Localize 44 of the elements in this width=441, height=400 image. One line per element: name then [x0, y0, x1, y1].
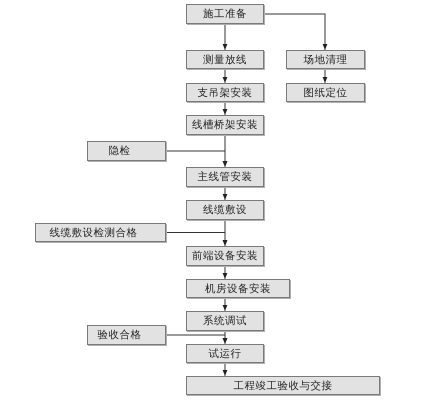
- process-box: [186, 344, 264, 363]
- process-box: [186, 311, 264, 331]
- step-label: 图纸定位: [304, 86, 348, 100]
- step-label: 线缆敷设检测合格: [50, 226, 138, 240]
- process-box: [186, 83, 264, 102]
- step-label: 测量放线: [203, 52, 247, 66]
- step-label: 线缆敷设: [203, 203, 247, 217]
- arrow: [222, 266, 228, 280]
- arrow: [264, 14, 328, 50]
- arrow: [322, 68, 328, 84]
- arrow: [222, 24, 228, 50]
- step-label: 隐检: [108, 144, 130, 158]
- process-box: [35, 223, 166, 242]
- step-label: 线槽桥架安装: [192, 118, 258, 132]
- process-box: [186, 50, 264, 69]
- arrow: [222, 102, 228, 116]
- process-box: [186, 200, 264, 220]
- step-label: 机房设备安装: [205, 282, 271, 296]
- arrow: [222, 186, 228, 200]
- step-label: 场地清理: [304, 52, 348, 66]
- process-box: [87, 325, 166, 345]
- arrow: [166, 232, 228, 246]
- process-box: [286, 50, 365, 69]
- process-box: [186, 279, 290, 298]
- arrow: [166, 334, 228, 344]
- step-label: 工程竣工验收与交接: [234, 378, 332, 392]
- step-label: 施工准备: [203, 7, 247, 21]
- arrow: [166, 150, 228, 168]
- step-label: 试运行: [208, 346, 242, 360]
- arrow: [222, 362, 228, 376]
- process-box: [186, 376, 380, 395]
- step-label: 主线管安装: [198, 170, 252, 184]
- process-box: [186, 246, 264, 266]
- step-label: 验收合格: [98, 328, 142, 342]
- step-label: 系统调试: [203, 314, 247, 328]
- step-label: 支吊架安装: [198, 86, 252, 100]
- process-box: [286, 83, 365, 102]
- step-label: 前端设备安装: [192, 249, 258, 263]
- process-box: [186, 167, 264, 187]
- process-box: [186, 115, 264, 135]
- arrow: [222, 68, 228, 84]
- arrow: [222, 298, 228, 312]
- process-box: [87, 141, 166, 161]
- process-box: [186, 4, 264, 24]
